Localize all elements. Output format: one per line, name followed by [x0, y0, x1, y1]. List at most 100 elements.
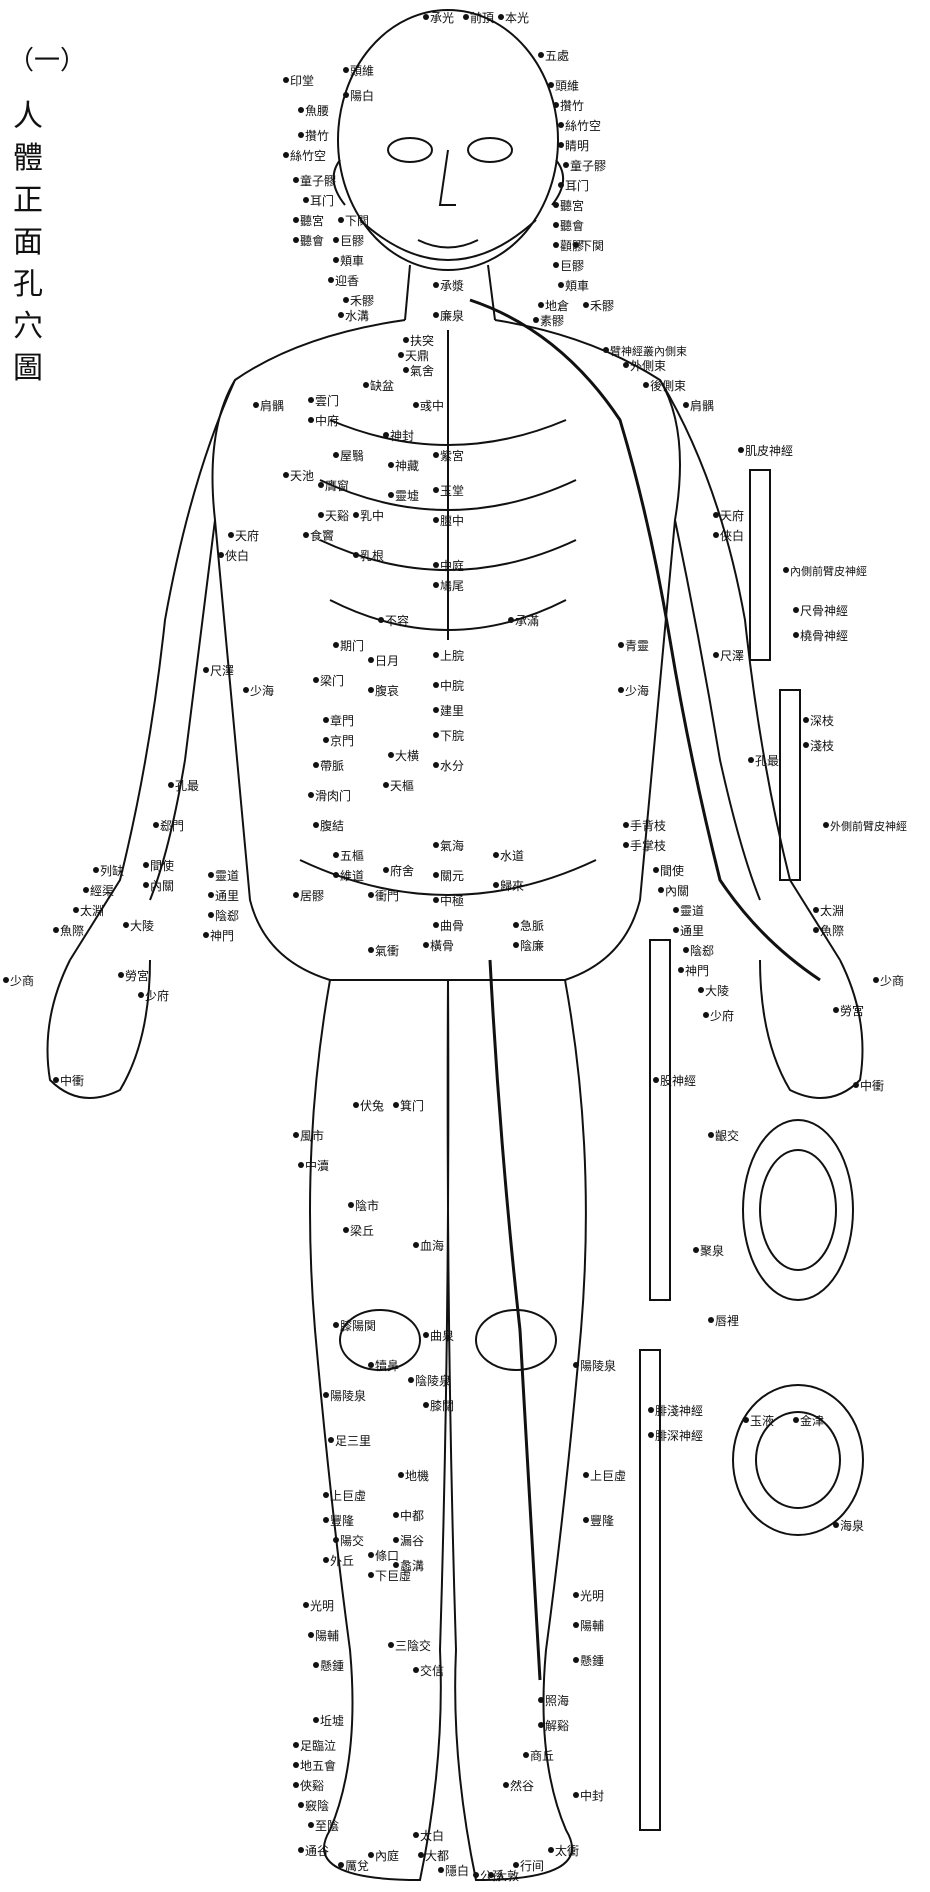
acupoint-dot	[323, 737, 329, 743]
acupoint-kongzui-l: 孔最	[168, 779, 199, 793]
acupoint-dot	[513, 942, 519, 948]
jaw-line	[360, 220, 536, 260]
acupoint-zhongdu-leg: 中瀆	[298, 1158, 329, 1173]
acupoint-dot	[433, 282, 439, 288]
acupoint-label: 屋翳	[340, 449, 364, 463]
acupoint-suliao: 素髎	[533, 314, 564, 328]
acupoint-touwei-l: 頭維	[343, 64, 374, 78]
acupoint-label: 上巨虛	[330, 1489, 366, 1503]
acupoint-neiguan-r: 內關	[658, 884, 689, 898]
acupoint-dot	[823, 822, 829, 828]
acupoint-dot	[308, 417, 314, 423]
acupoint-dot	[383, 782, 389, 788]
acupoint-dot	[293, 1132, 299, 1138]
acupoint-label: 靈道	[680, 904, 704, 918]
acupoint-rangu: 然谷	[503, 1778, 534, 1793]
acupoint-label: 足臨泣	[300, 1738, 336, 1753]
acupoint-label: 中衝	[860, 1078, 884, 1093]
acupoint-shuidao: 水道	[493, 849, 524, 863]
acupoint-taichong: 太衝	[548, 1843, 579, 1858]
acupoint-lingdao-r: 靈道	[673, 904, 704, 918]
acupoint-label: 睛明	[565, 139, 589, 153]
acupoint-dot	[318, 482, 324, 488]
acupoint-neice: 內側前臂皮神經	[783, 564, 867, 578]
acupoint-zhongchong-r: 中衝	[853, 1078, 884, 1093]
acupoint-jingming-r: 睛明	[558, 139, 589, 153]
acupoint-taiyuan-l: 太淵	[73, 903, 104, 918]
acupoint-label: 中封	[580, 1788, 604, 1803]
acupoint-label: 頭維	[555, 79, 579, 93]
acupoint-daimai: 帶脈	[313, 759, 344, 773]
acupoint-jianli: 建里	[433, 704, 464, 718]
acupoint-jianyu-r: 肩髃	[683, 398, 714, 413]
acupoint-label: 中府	[315, 413, 339, 428]
acupoint-dot	[583, 1517, 589, 1523]
acupoint-henggu: 橫骨	[423, 939, 454, 953]
acupoint-label: 神門	[210, 929, 234, 943]
acupoint-dot	[658, 887, 664, 893]
acupoint-zhongwan: 中脘	[433, 678, 464, 693]
right-arm-outline	[660, 380, 840, 960]
acupoint-label: 照海	[545, 1693, 569, 1708]
acupoint-label: 水溝	[345, 309, 369, 323]
acupoint-label: 聽會	[560, 219, 584, 233]
acupoint-label: 頭維	[350, 64, 374, 78]
acupoint-laogong-r: 勞宮	[833, 1003, 864, 1018]
acupoint-qingling: 青靈	[618, 639, 649, 653]
acupoint-label: 下関	[580, 239, 604, 253]
acupoint-label: 雲门	[315, 393, 339, 408]
acupoint-label: 俠谿	[300, 1779, 324, 1793]
acupoint-dot	[368, 1362, 374, 1368]
acupoint-tinghui-r: 聽會	[553, 219, 584, 233]
acupoint-label: 氣舍	[410, 363, 434, 378]
acupoint-label: 手背枝	[630, 818, 666, 833]
acupoint-juliao-r: 巨髎	[553, 259, 584, 273]
acupoint-label: 箕门	[400, 1098, 424, 1113]
acupoint-dot	[673, 927, 679, 933]
acupoint-dot	[333, 872, 339, 878]
acupoint-label: 彧中	[420, 398, 444, 413]
acupoint-yangfu-l: 陽輔	[308, 1629, 339, 1643]
acupoint-dot	[333, 852, 339, 858]
mouth-inset-lower	[733, 1385, 863, 1535]
acupoint-dot	[323, 717, 329, 723]
acupoint-label: 聽會	[300, 234, 324, 248]
acupoint-dadu: 大都	[418, 1849, 449, 1863]
acupoint-label: 豐隆	[590, 1513, 614, 1528]
acupoint-yuji-l: 魚際	[53, 924, 84, 938]
acupoint-chize-r: 尺澤	[713, 649, 744, 663]
acupoint-label: 少府	[710, 1008, 734, 1023]
acupoint-dot	[738, 447, 744, 453]
acupoint-dot	[493, 882, 499, 888]
acupoint-zanzhu-r: 攢竹	[553, 99, 584, 113]
acupoint-label: 橈骨神經	[800, 629, 848, 643]
acupoint-dot	[353, 512, 359, 518]
acupoint-label: 通里	[215, 889, 239, 903]
acupoint-qihai: 氣海	[433, 838, 464, 853]
acupoint-label: 缺盆	[370, 378, 394, 393]
acupoint-dot	[618, 687, 624, 693]
acupoint-label: 中瀆	[305, 1158, 329, 1173]
acupoint-dot	[423, 942, 429, 948]
acupoint-dot	[573, 1792, 579, 1798]
acupoint-dot	[433, 487, 439, 493]
acupoint-label: 五樞	[340, 848, 364, 863]
acupoint-label: 乳根	[360, 549, 384, 563]
acupoint-dot	[353, 1102, 359, 1108]
acupoint-dot	[623, 822, 629, 828]
acupoint-jujiao: 居髎	[293, 889, 324, 903]
mouth-inset-upper-inner	[760, 1150, 836, 1270]
acupoint-fengshi: 風市	[293, 1128, 324, 1143]
acupoint-dot	[153, 822, 159, 828]
acupoint-label: 金津	[800, 1413, 824, 1428]
acupoint-dot	[303, 1602, 309, 1608]
acupoint-label: 郄門	[160, 819, 184, 833]
acupoint-label: 靈墟	[395, 489, 419, 503]
acupoint-fenglong-l: 豐隆	[323, 1513, 354, 1528]
acupoint-dot	[368, 1852, 374, 1858]
acupoint-yuyao-l: 魚腰	[298, 104, 329, 118]
acupoint-dot	[423, 1332, 429, 1338]
acupoint-label: 間使	[660, 863, 684, 878]
acupoint-label: 神封	[390, 429, 414, 443]
acupoint-ermen-l: 耳门	[303, 193, 334, 208]
